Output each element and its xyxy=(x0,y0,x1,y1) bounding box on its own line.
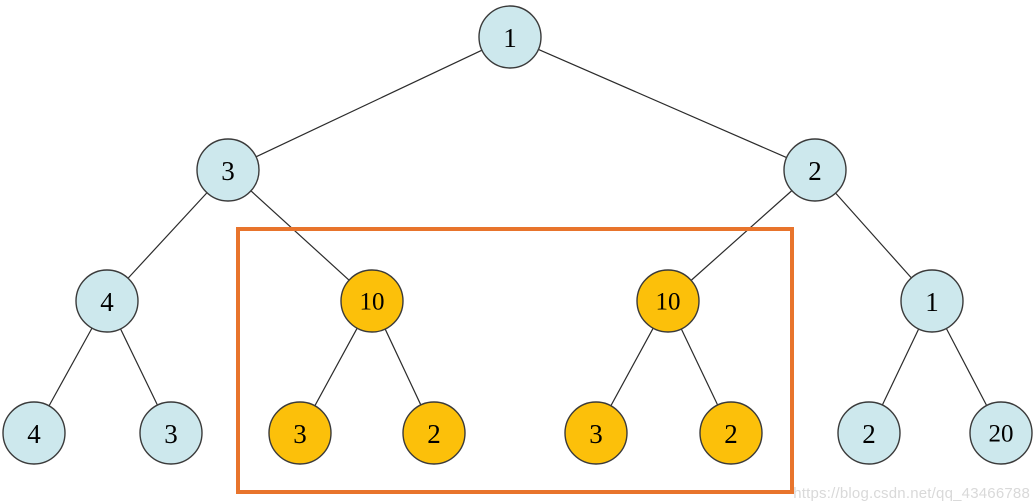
node-group: 1 3 2 4 10 10 1 4 3 3 2 3 2 2 20 xyxy=(2,5,1033,465)
node-label: 2 xyxy=(862,419,876,449)
node-label: 3 xyxy=(221,156,235,186)
tree-node-n10[interactable]: 2 xyxy=(402,401,466,465)
node-label: 2 xyxy=(724,419,738,449)
tree-node-n14[interactable]: 20 xyxy=(969,401,1033,465)
node-label: 1 xyxy=(925,287,939,317)
tree-node-n4[interactable]: 10 xyxy=(340,269,404,333)
tree-node-n3[interactable]: 4 xyxy=(75,269,139,333)
tree-edge xyxy=(119,328,159,406)
node-label: 3 xyxy=(164,419,178,449)
node-circle xyxy=(268,401,332,465)
node-circle xyxy=(2,401,66,465)
node-label: 10 xyxy=(360,289,385,316)
tree-edge xyxy=(255,49,483,158)
tree-node-n12[interactable]: 2 xyxy=(699,401,763,465)
node-label: 20 xyxy=(989,421,1014,448)
node-circle xyxy=(564,401,628,465)
node-label: 3 xyxy=(589,419,603,449)
tree-edge xyxy=(610,327,654,407)
tree-edge xyxy=(881,328,920,406)
node-label: 4 xyxy=(100,287,114,317)
node-circle xyxy=(636,269,700,333)
tree-edge xyxy=(127,192,208,279)
node-label: 10 xyxy=(656,289,681,316)
tree-node-n13[interactable]: 2 xyxy=(837,401,901,465)
tree-edge xyxy=(314,327,358,407)
tree-edge xyxy=(680,328,719,406)
tree-node-n2[interactable]: 2 xyxy=(783,138,847,202)
duplicate-subtree-highlight xyxy=(236,227,794,494)
tree-node-n8[interactable]: 3 xyxy=(139,401,203,465)
node-circle xyxy=(699,401,763,465)
node-circle xyxy=(837,401,901,465)
tree-edge xyxy=(690,190,793,281)
node-circle xyxy=(402,401,466,465)
tree-node-n1[interactable]: 3 xyxy=(196,138,260,202)
node-circle xyxy=(969,401,1033,465)
edge-group xyxy=(48,48,988,407)
highlight-group xyxy=(236,227,794,494)
node-circle xyxy=(478,5,542,69)
tree-node-n6[interactable]: 1 xyxy=(900,269,964,333)
node-circle xyxy=(340,269,404,333)
tree-node-n0[interactable]: 1 xyxy=(478,5,542,69)
tree-edge xyxy=(538,48,787,159)
tree-edge xyxy=(250,190,350,281)
tree-node-n5[interactable]: 10 xyxy=(636,269,700,333)
tree-edge xyxy=(945,328,988,406)
node-label: 4 xyxy=(27,419,41,449)
tree-node-n7[interactable]: 4 xyxy=(2,401,66,465)
node-circle xyxy=(783,138,847,202)
watermark: https://blog.csdn.net/qq_43466788 xyxy=(793,485,1030,502)
node-label: 2 xyxy=(427,419,441,449)
node-circle xyxy=(139,401,203,465)
node-label: 3 xyxy=(293,419,307,449)
node-circle xyxy=(75,269,139,333)
tree-edge xyxy=(835,192,912,279)
tree-node-n9[interactable]: 3 xyxy=(268,401,332,465)
node-label: 2 xyxy=(808,156,822,186)
tree-edge xyxy=(48,327,93,407)
tree-edge xyxy=(384,328,422,406)
node-label: 1 xyxy=(503,23,517,53)
node-circle xyxy=(900,269,964,333)
tree-node-n11[interactable]: 3 xyxy=(564,401,628,465)
node-circle xyxy=(196,138,260,202)
